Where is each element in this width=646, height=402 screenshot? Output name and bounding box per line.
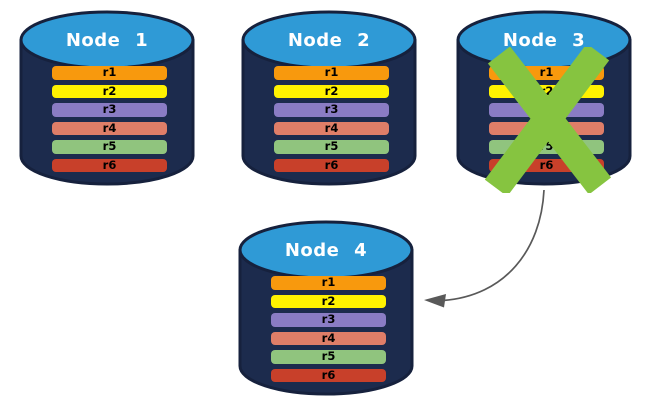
shard-label: r3: [102, 102, 117, 117]
shard-bars: r1 r2 r3 r4 r5 r6: [489, 66, 604, 172]
shard-bar-r2: r2: [274, 83, 389, 98]
node-label: Node 1: [65, 30, 149, 51]
node-label: Node 3: [502, 30, 586, 51]
shard-label: r3: [324, 102, 339, 117]
shard-label: r2: [321, 293, 336, 308]
node-label: Node 2: [287, 30, 371, 51]
shard-bar-r3: r3: [271, 313, 386, 327]
shard-bar-r1: r1: [489, 66, 604, 80]
shard-label: r2: [539, 83, 554, 98]
node-1: Node 1 r1 r2 r3 r4 r5 r6: [18, 9, 196, 187]
shard-label: r6: [321, 367, 336, 382]
shard-bar-r4: r4: [489, 120, 604, 135]
node-2: Node 2 r1 r2 r3 r4 r5 r6: [240, 9, 418, 187]
shard-bar-r5: r5: [271, 350, 386, 364]
shard-label: r5: [321, 349, 336, 364]
shard-bar-r4: r4: [52, 120, 167, 135]
shard-bar-r5: r5: [274, 140, 389, 154]
shard-bars: r1 r2 r3 r4 r5 r6: [52, 66, 167, 172]
shard-label: r1: [324, 65, 339, 80]
node-3: Node 3 r1 r2 r3 r4 r5 r6: [455, 9, 633, 193]
shard-bar-r1: r1: [52, 66, 167, 80]
shard-label: r5: [324, 139, 339, 154]
shard-bar-r4: r4: [271, 330, 386, 345]
shard-label: r4: [321, 330, 336, 345]
shard-bar-r1: r1: [271, 276, 386, 290]
shard-label: r6: [539, 157, 554, 172]
node-4: Node 4 r1 r2 r3 r4 r5 r6: [237, 219, 415, 397]
shard-label: r6: [324, 157, 339, 172]
shard-label: r1: [321, 275, 336, 290]
shard-bar-r4: r4: [274, 120, 389, 135]
shard-label: r1: [102, 65, 117, 80]
shard-label: r3: [321, 312, 336, 327]
shard-bar-r5: r5: [52, 140, 167, 154]
shard-bar-r2: r2: [271, 293, 386, 308]
shard-bar-r6: r6: [52, 157, 167, 172]
shard-bar-r6: r6: [274, 157, 389, 172]
shard-bar-r2: r2: [52, 83, 167, 98]
shard-label: r4: [539, 120, 554, 135]
shard-bars: r1 r2 r3 r4 r5 r6: [271, 276, 386, 382]
shard-bar-r6: r6: [271, 367, 386, 382]
shard-bar-r3: r3: [489, 103, 604, 117]
shard-label: r2: [102, 83, 117, 98]
shard-label: r4: [324, 120, 339, 135]
shard-label: r4: [102, 120, 117, 135]
shard-label: r5: [102, 139, 117, 154]
shard-bars: r1 r2 r3 r4 r5 r6: [274, 66, 389, 172]
shard-label: r1: [539, 65, 554, 80]
shard-bar-r3: r3: [274, 103, 389, 117]
shard-label: r6: [102, 157, 117, 172]
shard-label: r5: [539, 139, 554, 154]
node-label: Node 4: [284, 240, 368, 261]
shard-bar-r6: r6: [489, 157, 604, 172]
shard-label: r3: [539, 102, 554, 117]
shard-bar-r5: r5: [489, 140, 604, 154]
shard-bar-r3: r3: [52, 103, 167, 117]
shard-bar-r2: r2: [489, 83, 604, 98]
shard-label: r2: [324, 83, 339, 98]
shard-bar-r1: r1: [274, 66, 389, 80]
